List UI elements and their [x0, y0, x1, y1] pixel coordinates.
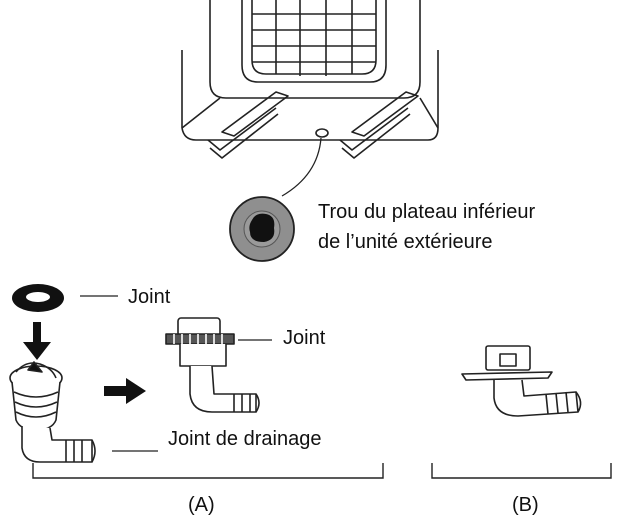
drain-connector-icon	[9, 361, 96, 463]
drain-hole-label-line2: de l’unité extérieure	[318, 231, 493, 253]
seal-label: Joint	[128, 286, 171, 308]
arrow-right-icon	[104, 378, 146, 404]
assembled-connector-icon	[165, 317, 260, 413]
seal-ring-icon	[12, 284, 64, 312]
group-a-label: (A)	[188, 494, 215, 516]
drain-connector-type-b-icon	[461, 345, 582, 417]
outdoor-unit-bottom-icon	[181, 0, 439, 159]
drain-hole-label-line1: Trou du plateau inférieur	[318, 201, 536, 223]
bracket-a	[32, 463, 384, 479]
bracket-b	[431, 463, 612, 479]
hole-leader-line	[281, 137, 322, 197]
group-b-label: (B)	[512, 494, 539, 516]
drain-hole-icon	[229, 196, 295, 262]
seal-assembled-label: Joint	[283, 327, 326, 349]
arrow-down-icon	[23, 322, 51, 360]
drain-joint-label: Joint de drainage	[168, 428, 322, 450]
